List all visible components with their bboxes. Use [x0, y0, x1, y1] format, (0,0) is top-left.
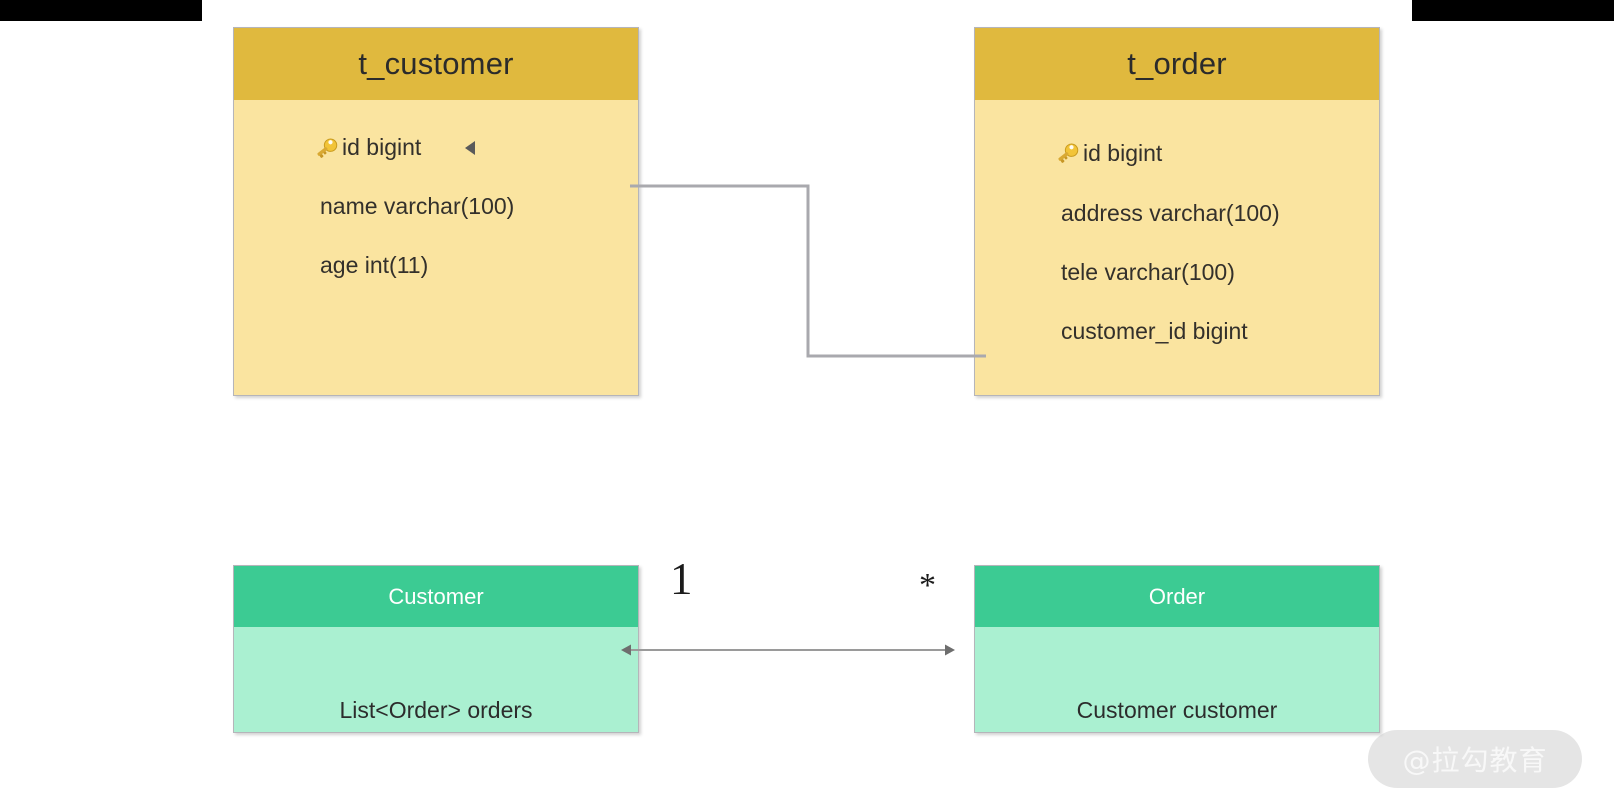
- class-attribute: List<Order> orders: [339, 696, 533, 723]
- class-attribute: Customer customer: [1076, 696, 1278, 723]
- entity-table-t-order-fields: id bigint address varchar(100) tele varc…: [975, 100, 1379, 395]
- uml-class-order-title: Order: [975, 566, 1379, 627]
- uml-class-customer-attributes: List<Order> orders: [234, 627, 638, 732]
- uml-class-order-attributes: Customer customer: [975, 627, 1379, 732]
- key-icon: [1055, 142, 1081, 164]
- entity-table-t-customer[interactable]: t_customer id bigint: [233, 27, 639, 396]
- table-row[interactable]: age int(11): [234, 236, 638, 295]
- crop-bar-left: [0, 0, 202, 21]
- entity-table-t-customer-title: t_customer: [234, 28, 638, 100]
- entity-table-t-order[interactable]: t_order id bigint: [974, 27, 1380, 396]
- table-row[interactable]: address varchar(100): [975, 184, 1379, 243]
- multiplicity-source: 1: [670, 554, 693, 604]
- table-row-label: age int(11): [320, 252, 429, 278]
- association-arrow: [618, 632, 958, 668]
- key-icon: [314, 137, 340, 159]
- table-row-label: address varchar(100): [1061, 200, 1280, 226]
- table-row[interactable]: id bigint: [975, 118, 1379, 184]
- table-row-label: customer_id bigint: [1061, 318, 1248, 344]
- crop-bar-right: [1412, 0, 1614, 21]
- uml-class-order[interactable]: Order Customer customer: [974, 565, 1380, 733]
- entity-table-t-order-title: t_order: [975, 28, 1379, 100]
- table-row-label: tele varchar(100): [1061, 259, 1235, 285]
- table-row[interactable]: customer_id bigint: [975, 302, 1379, 361]
- table-row[interactable]: tele varchar(100): [975, 243, 1379, 302]
- uml-class-customer[interactable]: Customer List<Order> orders: [233, 565, 639, 733]
- entity-table-t-customer-fields: id bigint name varchar(100) age int(11): [234, 100, 638, 395]
- er-relationship-connector: [630, 175, 986, 370]
- table-row[interactable]: id bigint: [234, 118, 638, 177]
- table-row-label: id bigint: [1083, 139, 1163, 166]
- table-row-label: id bigint: [342, 134, 422, 160]
- collapse-caret-icon[interactable]: [465, 140, 476, 155]
- watermark: @拉勾教育: [1368, 730, 1582, 788]
- multiplicity-target: *: [919, 567, 936, 604]
- uml-class-customer-title: Customer: [234, 566, 638, 627]
- table-row[interactable]: name varchar(100): [234, 177, 638, 236]
- table-row-label: name varchar(100): [320, 193, 515, 219]
